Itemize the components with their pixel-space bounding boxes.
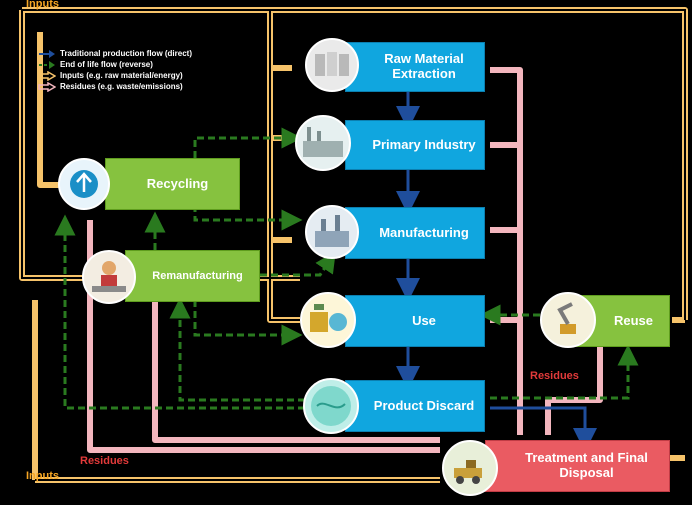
- treatment-final-disposal-label: Treatment and Final Disposal: [525, 450, 648, 480]
- legend-label: Residues (e.g. waste/emissions): [60, 82, 183, 91]
- robot-arm-icon: [540, 292, 596, 348]
- recycling-box: Recycling: [105, 158, 240, 210]
- globe-icon: [303, 378, 359, 434]
- residues-label-left: Residues: [80, 455, 129, 467]
- legend-item-direct: Traditional production flow (direct): [38, 48, 278, 59]
- yellow-arrow-icon: [38, 70, 56, 81]
- use-label: Use: [412, 312, 436, 328]
- appliances-icon: [300, 292, 356, 348]
- primary-industry-box: Primary Industry: [345, 120, 485, 170]
- blue-arrow-icon: [39, 49, 55, 58]
- raw-material-extraction-box: Raw Material Extraction: [345, 42, 485, 92]
- inputs-label-bottom: Inputs: [26, 470, 59, 482]
- residues-label-right: Residues: [530, 370, 579, 382]
- use-box: Use: [345, 295, 485, 347]
- remanufacturing-label: Remanufacturing: [152, 269, 243, 282]
- manufacturing-box: Manufacturing: [345, 207, 485, 259]
- treatment-final-disposal-box: Treatment and Final Disposal: [485, 440, 670, 492]
- residues-flow: [87, 67, 603, 453]
- legend-item-inputs: Inputs (e.g. raw material/energy): [38, 70, 278, 81]
- pink-arrow-icon: [38, 81, 56, 92]
- legend-item-reverse: End of life flow (reverse): [38, 59, 278, 70]
- primary-industry-label: Primary Industry: [372, 136, 476, 152]
- barrels-icon: [305, 38, 359, 92]
- plant-icon: [305, 205, 359, 259]
- legend-label: End of life flow (reverse): [60, 60, 153, 69]
- manufacturing-label: Manufacturing: [379, 224, 469, 240]
- factory-icon: [295, 115, 351, 171]
- reuse-label: Reuse: [613, 312, 654, 328]
- legend-label: Inputs (e.g. raw material/energy): [60, 71, 183, 80]
- raw-material-extraction-label: Raw Material Extraction: [384, 51, 464, 81]
- legend-label: Traditional production flow (direct): [60, 49, 192, 58]
- product-discard-box: Product Discard: [345, 380, 485, 432]
- recycle-icon: [58, 158, 110, 210]
- legend: Traditional production flow (direct) End…: [38, 48, 278, 92]
- bulldozer-icon: [442, 440, 498, 496]
- worker-icon: [82, 250, 136, 304]
- legend-item-residues: Residues (e.g. waste/emissions): [38, 81, 278, 92]
- recycling-label: Recycling: [146, 175, 209, 191]
- product-discard-label: Product Discard: [373, 397, 475, 413]
- inputs-label-top: Inputs: [26, 0, 59, 10]
- remanufacturing-box: Remanufacturing: [125, 250, 260, 302]
- direct-flow: [396, 92, 597, 452]
- green-dashed-arrow-icon: [39, 60, 55, 69]
